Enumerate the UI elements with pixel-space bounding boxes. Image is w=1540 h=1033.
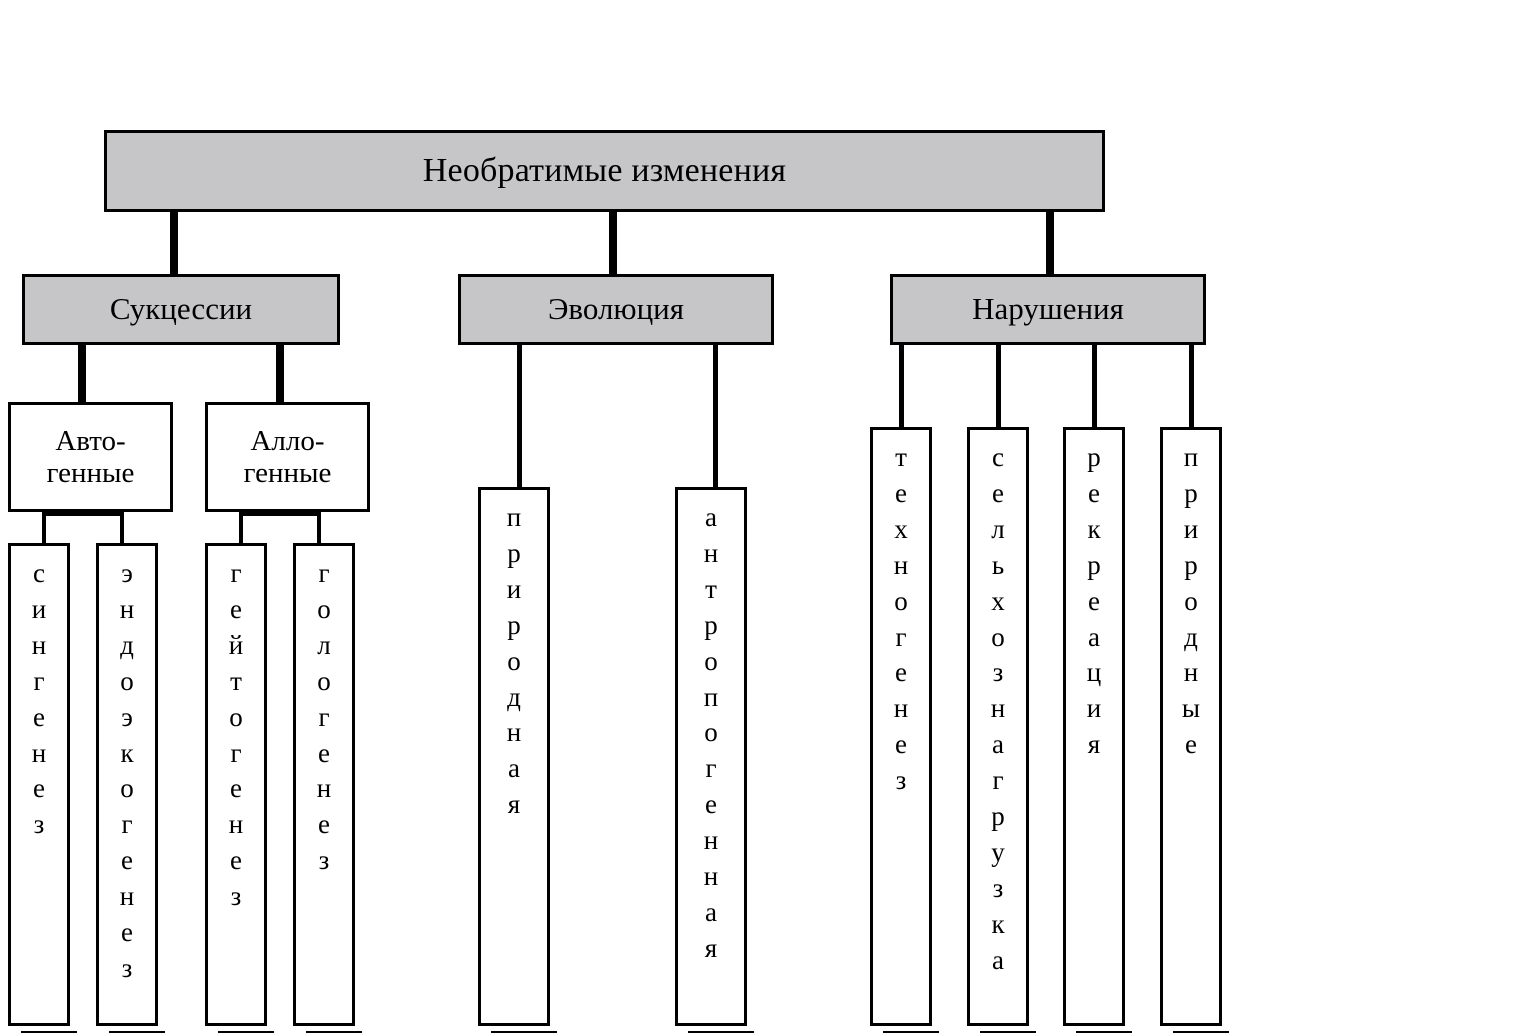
level3-label-avtogennye-line2: генные (46, 457, 135, 489)
level3-box-allogennye[interactable]: Алло- генные (205, 402, 377, 519)
connector-narusheniya-to-selhoznagruzka (996, 345, 1001, 428)
connector-allogennye-to-gologenez (317, 512, 321, 544)
connector-evolyuciya-to-prirodnaya (517, 345, 522, 488)
root-box-label: Необратимые изменения (422, 151, 787, 189)
connector-root-to-sukcessii (170, 212, 178, 274)
connector-avtogennye-to-singenez (42, 512, 46, 544)
level2-label-evolyuciya: Эволюция (547, 291, 685, 327)
connector-narusheniya-to-rekreaciya (1092, 345, 1097, 428)
connector-avtogennye-hbar (42, 512, 124, 516)
level2-box-narusheniya[interactable]: Нарушения (890, 274, 1213, 352)
level3-label-allogennye-line2: генные (243, 457, 332, 489)
connector-sukcessii-to-avtogennye (78, 345, 86, 407)
level2-box-evolyuciya[interactable]: Эволюция (458, 274, 781, 352)
connector-evolyuciya-to-antropogennaya (713, 345, 718, 488)
root-box-neobratimye-izmeneniya[interactable]: Необратимые изменения (104, 130, 1112, 219)
level3-box-avtogennye[interactable]: Авто- генные (8, 402, 180, 519)
level2-label-sukcessii: Сукцессии (109, 291, 253, 327)
level2-box-sukcessii[interactable]: Сукцессии (22, 274, 347, 352)
connector-avtogennye-to-endoekogenez (120, 512, 124, 544)
level3-label-avtogennye-line1: Авто- (55, 424, 126, 457)
level2-label-narusheniya: Нарушения (972, 291, 1124, 327)
connector-allogennye-to-geitogenez (239, 512, 243, 544)
connector-sukcessii-to-allogennye (276, 345, 284, 407)
connector-root-to-evolyuciya (609, 212, 617, 274)
connector-narusheniya-to-prirodnye (1189, 345, 1194, 428)
level3-label-allogennye-line1: Алло- (250, 424, 325, 457)
connector-root-to-narusheniya (1046, 212, 1054, 274)
connector-narusheniya-to-tehnogenez (899, 345, 904, 428)
connector-allogennye-hbar (239, 512, 321, 516)
